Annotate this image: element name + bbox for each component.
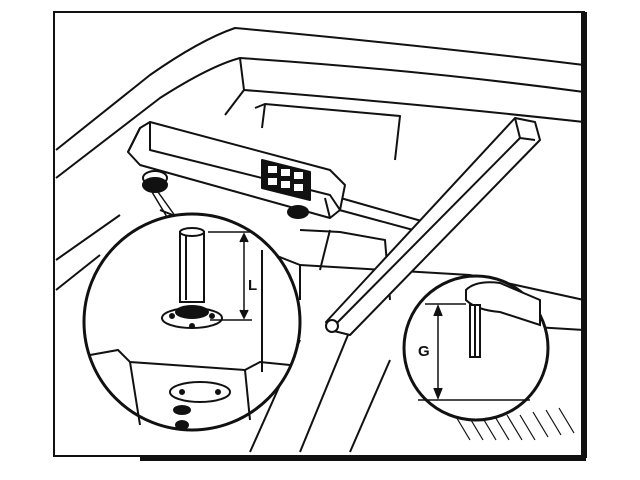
outer-frame <box>53 11 587 461</box>
mounting-pin <box>161 227 223 329</box>
base-plate <box>169 381 231 430</box>
tiller-section <box>465 281 541 358</box>
dimension-label-g: G <box>418 343 430 360</box>
detail-circle-pin-height: L <box>82 212 302 432</box>
boat-tiller <box>325 117 541 336</box>
keypad <box>261 159 311 201</box>
detail-circle-clearance: G <box>402 274 550 422</box>
dimension-l <box>208 231 252 321</box>
dimension-g <box>418 303 530 401</box>
dimension-label-l: L <box>248 277 257 294</box>
autopilot-unit <box>127 121 346 219</box>
